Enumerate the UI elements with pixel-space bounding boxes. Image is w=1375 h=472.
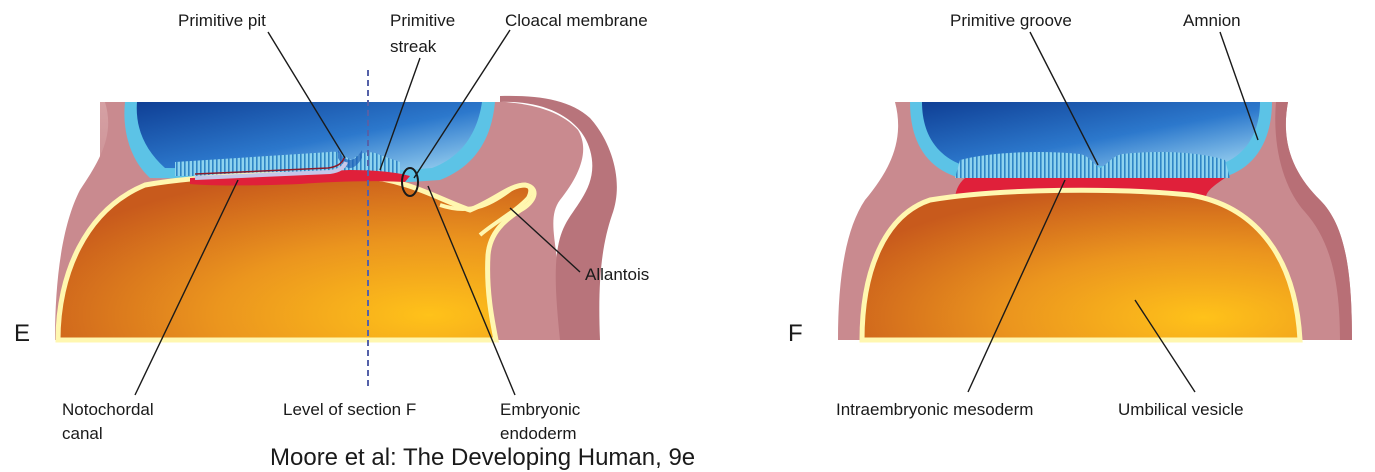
- notochordal-canal: [194, 161, 348, 180]
- cloacal-membrane: [401, 167, 419, 197]
- label-intraembryonic-mesoderm: Intraembryonic mesoderm: [836, 400, 1034, 419]
- leader-lines-e: [134, 29, 581, 396]
- label-embryonic-endoderm-line2: endoderm: [500, 424, 577, 443]
- leader-lines-f: [967, 31, 1259, 393]
- label-cloacal-membrane: Cloacal membrane: [505, 11, 648, 30]
- label-notochordal-canal-line2: canal: [62, 424, 103, 443]
- source-credit: Moore et al: The Developing Human, 9e: [270, 444, 696, 471]
- label-level-of-section: Level of section F: [283, 400, 417, 419]
- label-primitive-streak-line2: streak: [390, 37, 437, 56]
- label-embryonic-endoderm-line1: Embryonic: [500, 400, 581, 419]
- allantois-e: [439, 182, 533, 237]
- panel-f: [838, 31, 1352, 393]
- notochordal-canal-outline: [194, 157, 345, 175]
- mesoderm-e: [190, 170, 410, 186]
- label-notochordal-canal-line1: Notochordal: [62, 400, 154, 419]
- panel-letter-e: E: [14, 320, 31, 347]
- label-primitive-pit: Primitive pit: [178, 11, 266, 30]
- yolk-sac-f: [859, 187, 1303, 343]
- connecting-stalk: [500, 95, 617, 340]
- label-primitive-groove: Primitive groove: [950, 11, 1072, 30]
- label-amnion: Amnion: [1183, 11, 1241, 30]
- panel-e: [55, 29, 617, 396]
- body-wall-shadow-f: [1275, 102, 1352, 340]
- panel-letter-f: F: [788, 320, 803, 347]
- amniotic-cavity-f: [922, 102, 1260, 166]
- label-umbilical-vesicle: Umbilical vesicle: [1118, 400, 1244, 419]
- label-primitive-streak-line1: Primitive: [390, 11, 456, 30]
- label-allantois: Allantois: [585, 265, 650, 284]
- amniotic-cavity-e: [136, 102, 482, 170]
- ectoderm-f: [955, 152, 1230, 178]
